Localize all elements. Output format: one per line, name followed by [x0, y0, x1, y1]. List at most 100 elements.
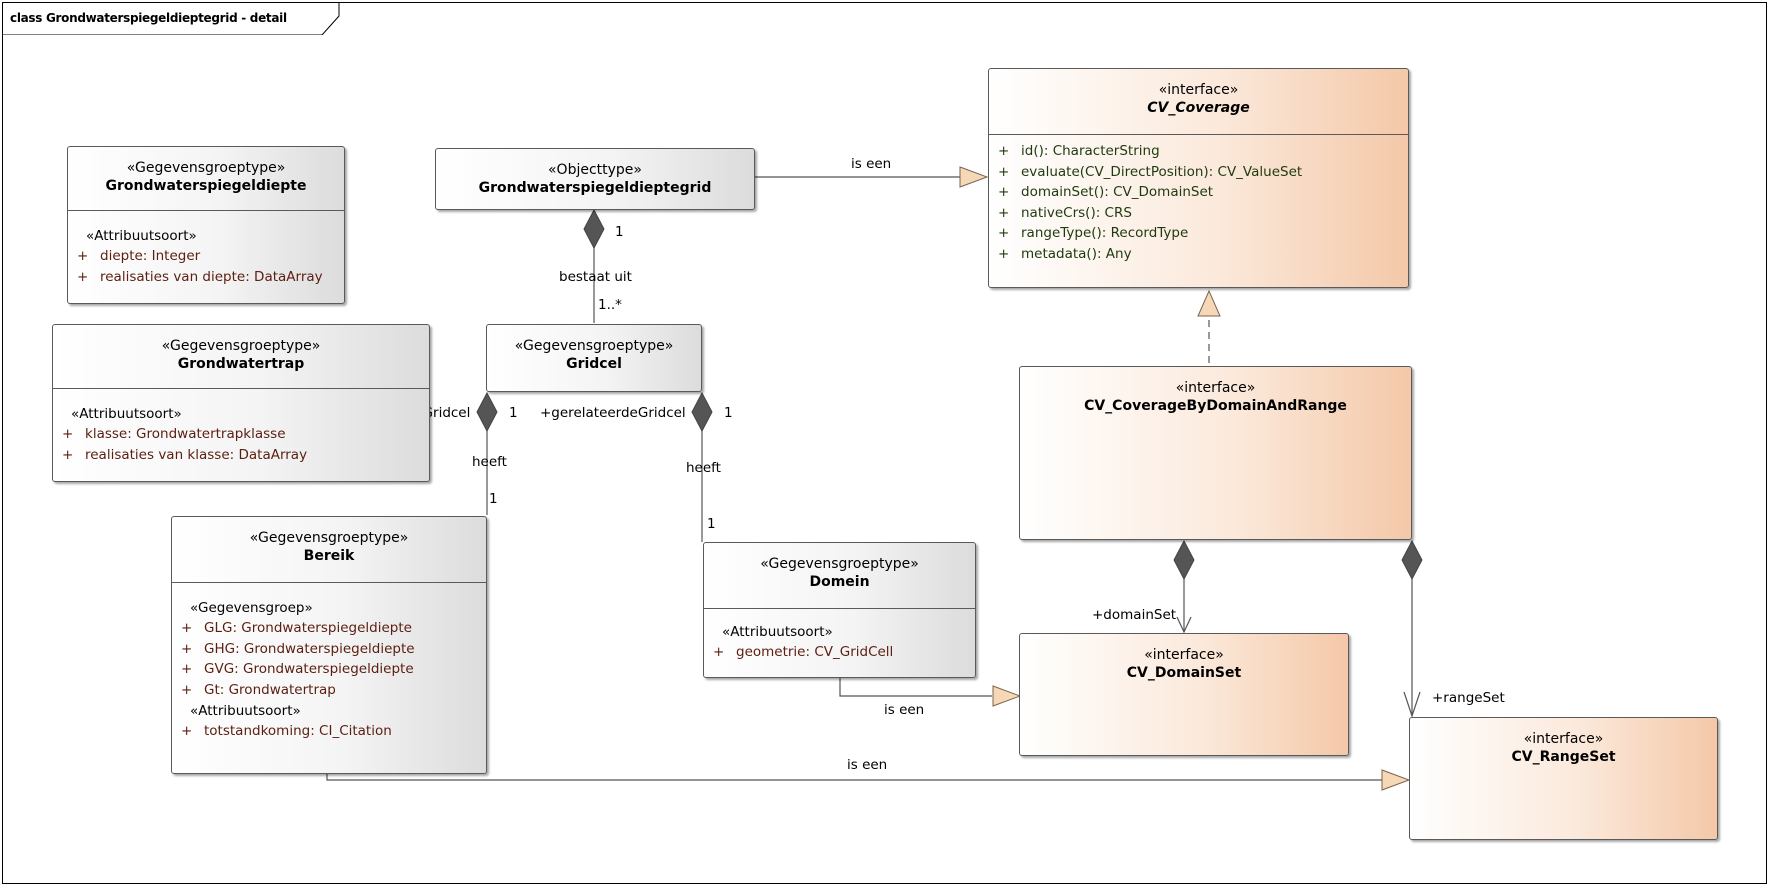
attribute-row: + totstandkoming: CI_Citation	[172, 721, 486, 742]
visibility-marker: +	[998, 245, 1010, 262]
class-bereik[interactable]: «Gegevensgroeptype» Bereik «Gegevensgroe…	[171, 516, 487, 774]
class-stereotype: «Gegevensgroeptype»	[249, 530, 409, 546]
class-stereotype: «interface»	[1523, 731, 1604, 747]
class-stereotype: «interface»	[1175, 380, 1256, 396]
class-header: «Gegevensgroeptype» Bereik	[172, 517, 486, 583]
visibility-marker: +	[77, 268, 89, 285]
domein-is-een-line	[839, 678, 992, 697]
grid-is-een-label: is een	[851, 156, 892, 172]
bestaat-uit-diamond	[583, 208, 605, 250]
class-header: «interface» CV_Coverage	[989, 69, 1408, 135]
class-name: Bereik	[303, 548, 355, 564]
class-stereotype: «Gegevensgroeptype»	[514, 338, 674, 354]
attribute-row: + realisaties van diepte: DataArray	[68, 267, 344, 288]
class-grondwaterspiegeldieptegrid[interactable]: «Objecttype» Grondwaterspiegeldieptegrid	[435, 148, 755, 210]
bereik-is-een-triangle	[1381, 769, 1411, 791]
interface-cv-coverage[interactable]: «interface» CV_Coverage + id(): Character…	[988, 68, 1409, 288]
operation-row: +domainSet(): CV_DomainSet	[989, 182, 1408, 203]
class-name: CV_DomainSet	[1126, 665, 1242, 681]
class-gridcel[interactable]: «Gegevensgroeptype» Gridcel	[486, 324, 702, 392]
operation-row: + metadata(): Any	[989, 244, 1408, 265]
group-text: GLG: Grondwaterspiegeldiepte	[204, 620, 412, 636]
range-set-arrowhead	[1403, 691, 1421, 718]
class-stereotype: «interface»	[1144, 647, 1224, 663]
diagram-title: class Grondwaterspiegeldieptegrid - deta…	[10, 11, 287, 25]
visibility-marker: +	[998, 204, 1010, 221]
class-grondwaterspiegeldiepte[interactable]: «Gegevensgroeptype» Grondwaterspiegeldie…	[67, 146, 345, 304]
class-body: + id(): CharacterString + evaluate(CV_Dire…	[989, 141, 1408, 264]
class-grondwatertrap[interactable]: «Gegevensgroeptype» Grondwatertrap «Attr…	[52, 324, 430, 482]
domein-is-een-triangle	[992, 685, 1022, 707]
class-header: «interface» CV_RangeSet	[1410, 718, 1717, 778]
visibility-marker: +	[998, 143, 1010, 159]
interface-cv-coverage-by-domain-and-range[interactable]: «interface» CV_CoverageByDomainAndRange	[1019, 366, 1412, 540]
class-header: «Gegevensgroeptype» Domein	[704, 543, 975, 609]
interface-cv-rangeset[interactable]: «interface» CV_RangeSet	[1409, 717, 1718, 840]
attribute-row: +geometrie: CV_GridCell	[704, 642, 975, 663]
class-body: «Attribuutsoort» +klasse: Grondwatertrap…	[53, 397, 429, 465]
gerelateerde-gridcel-role: +gerelateerdeGridcel	[540, 405, 686, 421]
group-row: +Gt: Grondwatertrap	[172, 680, 486, 701]
range-set-diamond	[1401, 539, 1423, 581]
domain-set-role: +domainSet	[1092, 607, 1177, 623]
compartment-label: «Gegevensgroep»	[190, 600, 313, 616]
operation-text: evaluate(CV_DirectPosition): CV_ValueSet	[1021, 163, 1303, 180]
gerelateerde-gridcel-multiplicity: 1	[724, 405, 733, 421]
bereik-is-een-line	[326, 772, 1382, 781]
class-name: Domein	[809, 574, 870, 590]
visibility-marker: +	[181, 640, 193, 657]
interface-cv-domainset[interactable]: «interface» CV_DomainSet	[1019, 633, 1349, 756]
group-row: +GVG: Grondwaterspiegeldiepte	[172, 659, 486, 680]
attribute-row: +realisaties van klasse: DataArray	[53, 445, 429, 466]
diagram-frame-tab: class Grondwaterspiegeldieptegrid - deta…	[2, 2, 340, 35]
domein-is-een-label: is een	[884, 702, 925, 718]
class-stereotype: «Gegevensgroeptype»	[126, 160, 286, 176]
class-header: «interface» CV_DomainSet	[1020, 634, 1348, 694]
heeft-domein-label: heeft	[686, 460, 721, 476]
compartment-label: «Attribuutsoort»	[86, 228, 197, 244]
class-body: «Attribuutsoort» +diepte: Integer + reali…	[68, 219, 344, 287]
frame-tab-outline	[2, 2, 340, 35]
class-name: CV_RangeSet	[1511, 749, 1616, 765]
operation-text: domainSet(): CV_DomainSet	[1021, 184, 1214, 200]
attribute-row: +diepte: Integer	[68, 246, 344, 267]
class-header: «interface» CV_CoverageByDomainAndRange	[1020, 367, 1411, 427]
class-stereotype: «interface»	[1158, 82, 1239, 98]
operation-row: + id(): CharacterString	[989, 141, 1408, 162]
visibility-marker: +	[181, 723, 193, 739]
group-text: GVG: Grondwaterspiegeldiepte	[204, 661, 414, 677]
class-body: «Gegevensgroep» + GLG: Grondwaterspiegeld…	[172, 591, 486, 742]
attribute-text: diepte: Integer	[100, 248, 201, 264]
heeft-bereik-multiplicity: 1	[489, 491, 498, 507]
bereik-is-een-label: is een	[847, 757, 888, 773]
operation-row: +rangeType(): RecordType	[989, 223, 1408, 244]
class-domein[interactable]: «Gegevensgroeptype» Domein «Attribuutsoo…	[703, 542, 976, 678]
visibility-marker: +	[998, 163, 1010, 180]
gerelateerd-gridcel-multiplicity: 1	[509, 405, 518, 421]
visibility-marker: +	[62, 426, 74, 442]
class-header: «Gegevensgroeptype» Grondwatertrap	[53, 325, 429, 389]
attribute-text: totstandkoming: CI_Citation	[204, 723, 392, 739]
class-name: Gridcel	[566, 356, 622, 372]
operation-text: rangeType(): RecordType	[1021, 225, 1189, 241]
bestaat-uit-label: bestaat uit	[559, 269, 632, 285]
domain-set-arrowhead	[1176, 616, 1192, 634]
group-text: GHG: Grondwaterspiegeldiepte	[204, 640, 415, 657]
group-row: + GHG: Grondwaterspiegeldiepte	[172, 639, 486, 660]
attribute-text: realisaties van klasse: DataArray	[85, 446, 308, 463]
class-body: «Attribuutsoort» +geometrie: CV_GridCell	[704, 615, 975, 663]
visibility-marker: +	[181, 681, 193, 698]
visibility-marker: +	[181, 620, 193, 636]
grid-is-een-triangle	[959, 166, 989, 188]
operation-text: id(): CharacterString	[1021, 143, 1160, 159]
heeft-bereik-label: heeft	[472, 454, 507, 470]
attribute-row: +klasse: Grondwatertrapklasse	[53, 424, 429, 445]
attribute-text: realisaties van diepte: DataArray	[100, 268, 323, 285]
gerelateerd-gridcel-diamond	[476, 391, 498, 433]
operation-text: nativeCrs(): CRS	[1021, 204, 1132, 221]
class-name: Grondwatertrap	[177, 356, 305, 372]
class-stereotype: «Objecttype»	[547, 162, 642, 178]
operation-text: metadata(): Any	[1021, 245, 1132, 262]
